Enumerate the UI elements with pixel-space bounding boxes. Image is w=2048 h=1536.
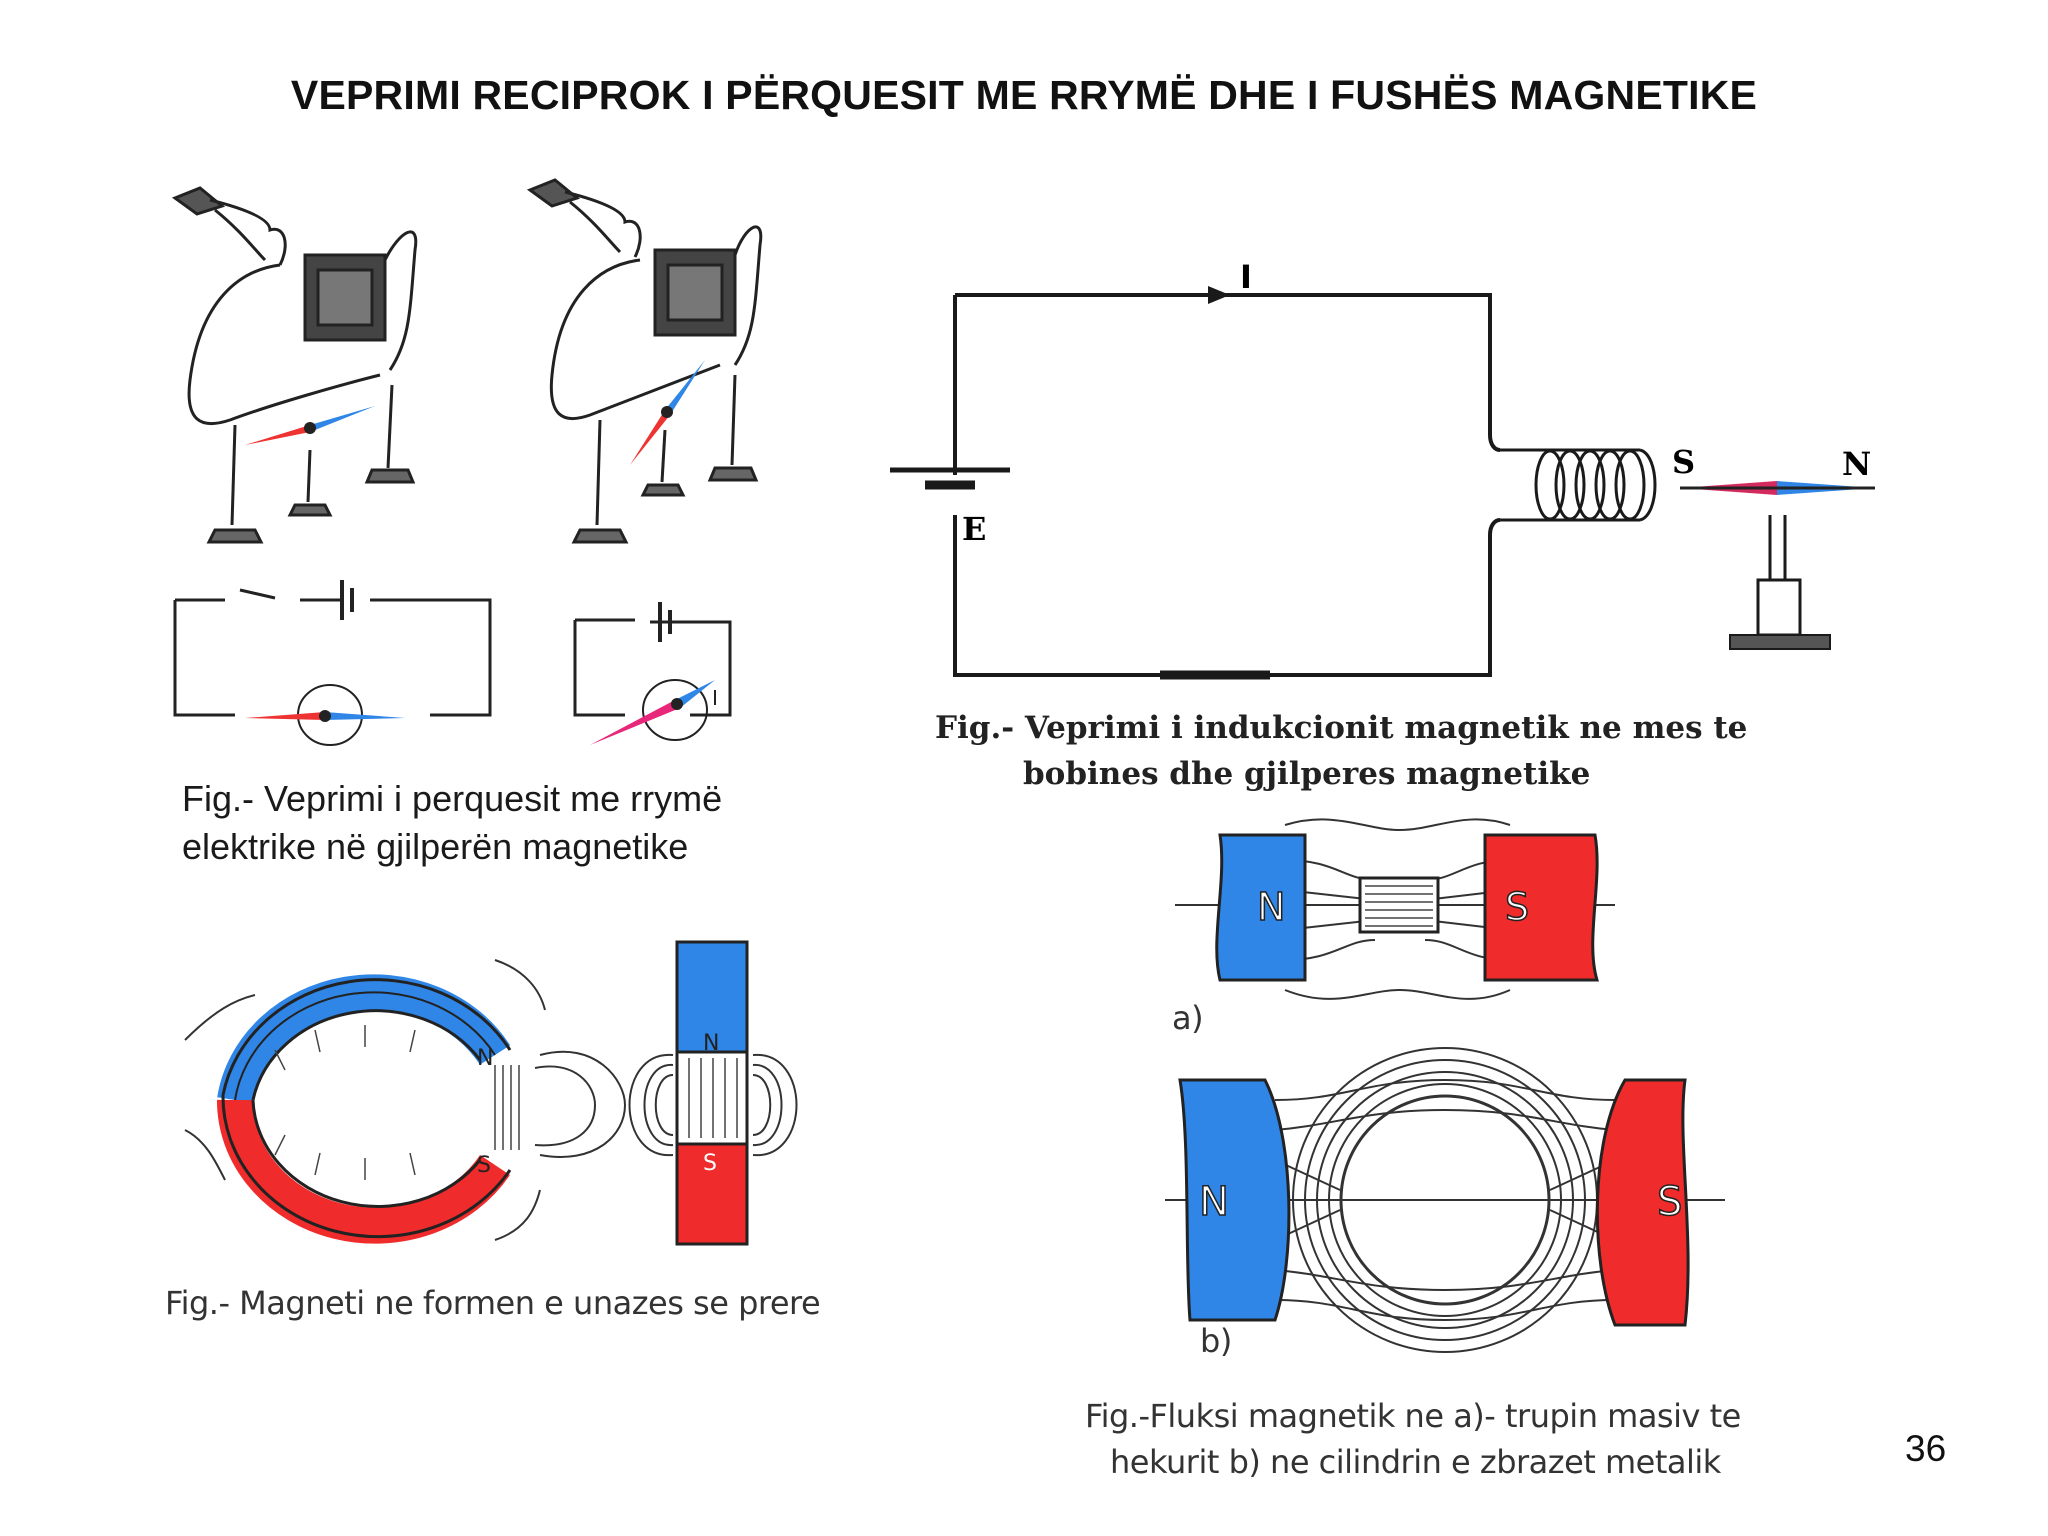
flux-label-a: a)	[1172, 999, 1204, 1037]
page-title: VEPRIMI RECIPROK I PËRQUESIT ME RRYMË DH…	[290, 72, 1758, 118]
flux-caption-line1: Fig.-Fluksi magnetik ne a)- trupin masiv…	[1085, 1397, 1741, 1435]
conductor-caption: Fig.- Veprimi i perquesit me rrymë elekt…	[182, 775, 722, 871]
ring-magnet-illustration: N S N S	[184, 940, 798, 1246]
needle-s-label: S	[1672, 443, 1695, 481]
flux-b-south-label: S	[1657, 1179, 1682, 1225]
flux-hollow-cylinder-diagram: N S	[1165, 1047, 1725, 1353]
bar-south-label: S	[703, 1151, 717, 1176]
conductor-caption-line1: Fig.- Veprimi i perquesit me rrymë	[182, 778, 723, 819]
conductor-caption-line2: elektrike në gjilperën magnetike	[182, 826, 689, 867]
flux-label-b: b)	[1200, 1322, 1232, 1360]
current-label: I	[1240, 258, 1252, 296]
induction-caption-line1: Fig.- Veprimi i indukcionit magnetik ne …	[935, 710, 1748, 746]
induction-caption-line2: bobines dhe gjilperes magnetike	[1023, 756, 1591, 792]
bar-north-label: N	[703, 1031, 719, 1056]
flux-caption: Fig.-Fluksi magnetik ne a)- trupin masiv…	[1085, 1393, 1741, 1485]
source-label: E	[962, 510, 986, 548]
conductor-apparatus-illustration	[171, 178, 763, 746]
flux-caption-line2: hekurit b) ne cilindrin e zbrazet metali…	[1110, 1443, 1721, 1481]
flux-a-south-label: S	[1505, 885, 1529, 929]
induction-caption: Fig.- Veprimi i indukcionit magnetik ne …	[935, 705, 1747, 797]
induction-circuit-diagram: I E S N	[890, 258, 1875, 680]
ring-south-label: S	[477, 1153, 491, 1178]
flux-a-north-label: N	[1257, 885, 1285, 929]
needle-n-label: N	[1842, 445, 1871, 483]
ring-magnet-caption: Fig.- Magneti ne formen e unazes se prer…	[165, 1284, 821, 1322]
flux-iron-body-diagram: N S	[1175, 818, 1615, 1000]
flux-b-north-label: N	[1199, 1179, 1229, 1225]
page-number: 36	[1905, 1428, 1947, 1469]
ring-north-label: N	[477, 1046, 493, 1071]
